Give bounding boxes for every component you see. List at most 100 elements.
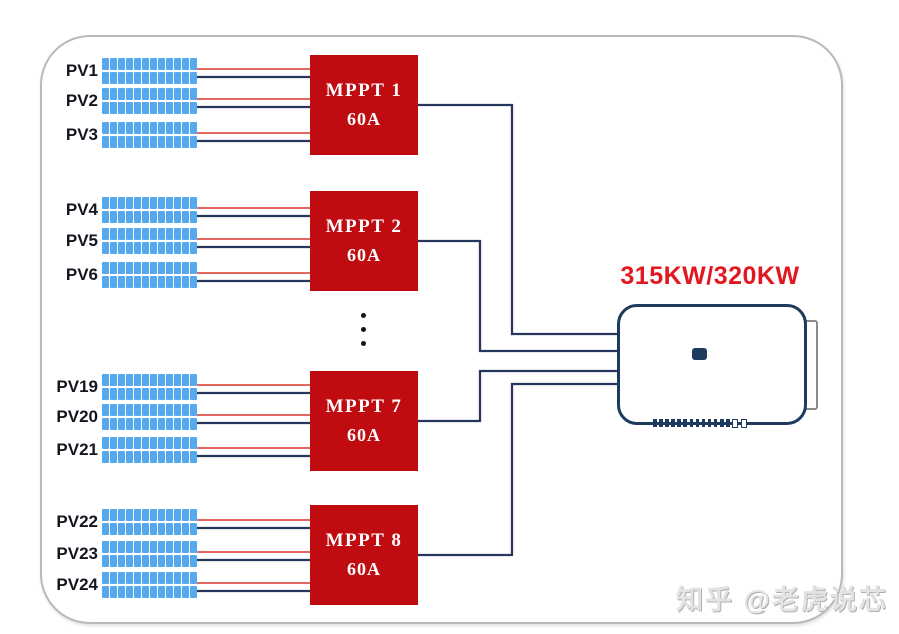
panel-cell	[126, 122, 133, 134]
pv-string-label: PV1	[65, 61, 98, 80]
vent-tooth	[683, 419, 687, 427]
panel-cell	[174, 523, 181, 535]
panel-cell	[174, 58, 181, 70]
panel-cell	[182, 122, 189, 134]
pv-string-label: PV5	[65, 231, 98, 250]
panel-cell	[190, 136, 197, 148]
panel-cell	[142, 388, 149, 400]
panel-cell	[102, 242, 109, 254]
solar-panel-icon	[102, 404, 197, 430]
panel-cell	[166, 418, 173, 430]
mppt-rating: 60A	[347, 245, 381, 265]
panel-cell	[110, 136, 117, 148]
panel-cell	[118, 136, 125, 148]
solar-panel-icon	[102, 572, 197, 598]
vent-tooth	[726, 419, 730, 427]
solar-panel-icon	[102, 197, 197, 223]
panel-cell	[102, 374, 109, 386]
panel-cell	[118, 509, 125, 521]
panel-cell	[118, 523, 125, 535]
panel-cell	[158, 586, 165, 598]
panel-cell	[182, 509, 189, 521]
mppt-rating: 60A	[347, 425, 381, 445]
panel-cell	[118, 437, 125, 449]
panel-cell	[158, 374, 165, 386]
panel-cell	[126, 374, 133, 386]
panel-cell	[110, 437, 117, 449]
panel-cell	[166, 262, 173, 274]
panel-cell	[150, 509, 157, 521]
panel-cell	[134, 122, 141, 134]
panel-cell	[166, 555, 173, 567]
mppt-rating: 60A	[347, 109, 381, 129]
panel-cell	[158, 262, 165, 274]
panel-cell	[134, 374, 141, 386]
panel-cell	[126, 437, 133, 449]
panel-cell	[190, 404, 197, 416]
panel-cell	[118, 418, 125, 430]
panel-cell	[142, 102, 149, 114]
panel-cell	[166, 523, 173, 535]
panel-cell	[134, 555, 141, 567]
vertical-ellipsis-dot	[361, 327, 366, 332]
panel-cell	[190, 122, 197, 134]
panel-cell	[158, 276, 165, 288]
panel-cell	[166, 572, 173, 584]
panel-cell	[126, 72, 133, 84]
inverter-indicator-icon	[692, 348, 707, 360]
panel-cell	[166, 136, 173, 148]
panel-cell	[150, 586, 157, 598]
panel-cell	[182, 555, 189, 567]
panel-cell	[118, 451, 125, 463]
panel-cell	[190, 451, 197, 463]
panel-cell	[182, 242, 189, 254]
panel-cell	[102, 122, 109, 134]
panel-cell	[118, 72, 125, 84]
panel-cell	[126, 523, 133, 535]
vent-tooth	[671, 419, 675, 427]
panel-cell	[126, 586, 133, 598]
panel-cell	[102, 418, 109, 430]
panel-cell	[102, 404, 109, 416]
panel-cell	[174, 122, 181, 134]
panel-cell	[134, 509, 141, 521]
panel-cell	[150, 388, 157, 400]
panel-cell	[150, 136, 157, 148]
panel-cell	[142, 572, 149, 584]
vent-tooth	[689, 419, 694, 427]
panel-cell	[174, 586, 181, 598]
panel-cell	[166, 122, 173, 134]
panel-cell	[110, 555, 117, 567]
panel-cell	[158, 388, 165, 400]
mppt-name: MPPT 1	[325, 80, 403, 101]
panel-cell	[110, 572, 117, 584]
panel-cell	[166, 586, 173, 598]
panel-cell	[190, 586, 197, 598]
panel-cell	[158, 197, 165, 209]
solar-panel-icon	[102, 541, 197, 567]
panel-cell	[110, 262, 117, 274]
panel-cell	[150, 58, 157, 70]
panel-cell	[110, 418, 117, 430]
panel-cell	[118, 262, 125, 274]
pv-string-label: PV21	[56, 440, 98, 459]
panel-cell	[110, 388, 117, 400]
panel-cell	[166, 541, 173, 553]
panel-cell	[182, 276, 189, 288]
panel-cell	[102, 102, 109, 114]
panel-cell	[174, 136, 181, 148]
panel-cell	[134, 572, 141, 584]
panel-cell	[182, 211, 189, 223]
mppt-name: MPPT 2	[325, 216, 403, 237]
panel-cell	[150, 228, 157, 240]
panel-cell	[158, 228, 165, 240]
panel-cell	[174, 555, 181, 567]
vent-tooth	[659, 419, 663, 427]
panel-cell	[134, 404, 141, 416]
panel-cell	[102, 88, 109, 100]
panel-cell	[102, 541, 109, 553]
panel-cell	[110, 211, 117, 223]
solar-panel-icon	[102, 122, 197, 148]
